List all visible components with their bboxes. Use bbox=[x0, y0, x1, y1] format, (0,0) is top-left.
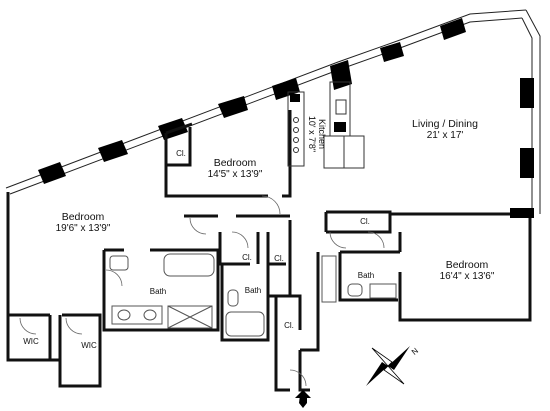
bedroom-right-dimensions: 16'4" x 13'6" bbox=[439, 271, 495, 282]
bedroom-master-dimensions: 19'6" x 13'9" bbox=[55, 223, 111, 234]
bath-master-label: Bath bbox=[149, 287, 167, 296]
entrance-arrow-icon bbox=[295, 390, 311, 408]
bath-right-label: Bath bbox=[357, 271, 375, 280]
kitchen-name: Kitchen bbox=[317, 118, 327, 150]
kitchen-appliances bbox=[290, 94, 346, 132]
closet-hall-b-label: Cl. bbox=[274, 254, 284, 263]
interior-walls bbox=[6, 110, 532, 392]
door-swings bbox=[19, 195, 385, 387]
kitchen-counters bbox=[287, 81, 365, 169]
closet-right-bedroom-label: Cl. bbox=[360, 217, 370, 226]
exterior-wall-diagonal bbox=[5, 9, 541, 214]
bath-fixtures bbox=[109, 253, 397, 337]
closet-hall-a-label: Cl. bbox=[242, 253, 252, 262]
wic-right-label: WIC bbox=[81, 341, 97, 350]
bedroom-center-dimensions: 14'5" x 13'9" bbox=[207, 169, 263, 180]
living-dining-label: Living / Dining bbox=[412, 118, 478, 130]
bedroom-right-label: Bedroom bbox=[445, 259, 489, 271]
bath-center-label: Bath bbox=[244, 286, 262, 295]
living-dining-dimensions: 21' x 17' bbox=[426, 130, 464, 141]
closet-entry-label: Cl. bbox=[284, 321, 294, 330]
wic-left-label: WIC bbox=[23, 337, 39, 346]
closet-bedroom-label: Cl. bbox=[176, 149, 186, 158]
bedroom-center-label: Bedroom bbox=[213, 157, 257, 169]
bedroom-master-label: Bedroom bbox=[61, 211, 105, 223]
compass-icon bbox=[366, 346, 410, 386]
kitchen-label-box: Kitchen 10' x 7'8" bbox=[302, 112, 332, 156]
kitchen-dimensions: 10' x 7'8" bbox=[307, 115, 317, 153]
